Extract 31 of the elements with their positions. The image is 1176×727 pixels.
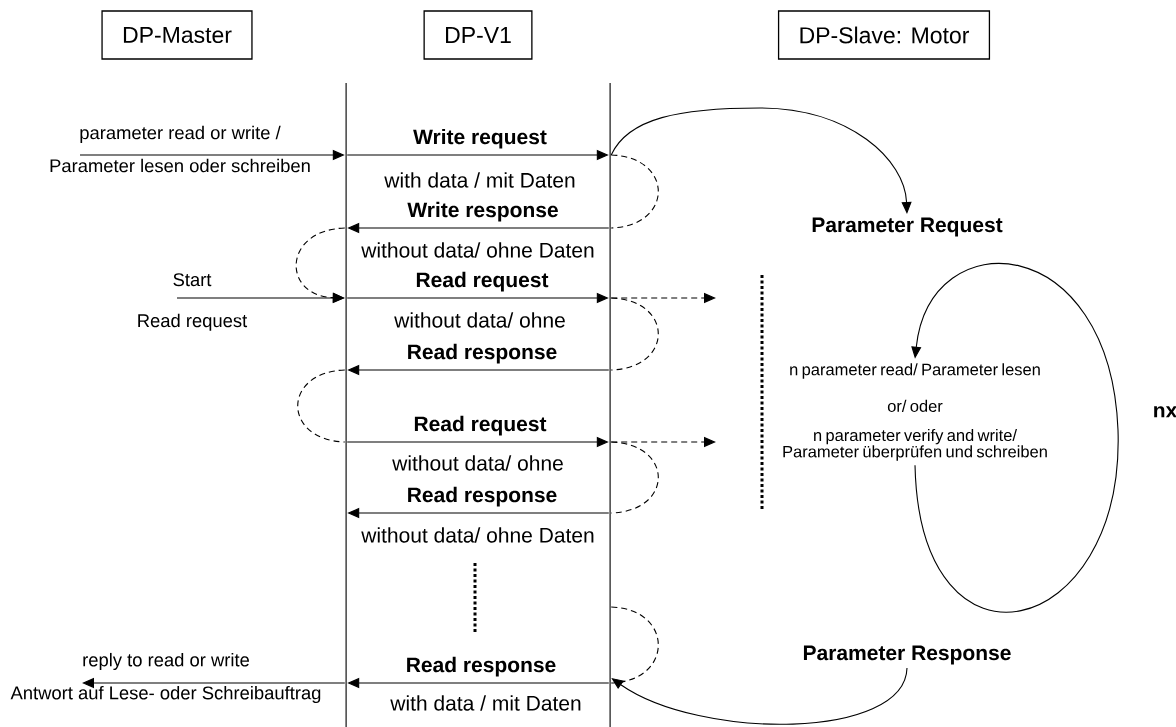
note-text: with data / mit Daten [384, 172, 575, 188]
message-label: Read response [403, 654, 559, 679]
curved-arrow [610, 107, 912, 214]
note-text: without data/ ohne [394, 312, 565, 328]
dashed-loop [295, 227, 346, 303]
header-box: DP-Master [101, 10, 253, 60]
curved-arrow [911, 262, 1119, 612]
note-text: reply to read or write Antwort auf Lese- oder Schreibauftrag [10, 652, 321, 704]
message-label: Read request [413, 269, 551, 294]
message-label: Write response [405, 199, 561, 224]
dashed-loop [610, 154, 659, 229]
step-label: Parameter Request [812, 217, 1003, 237]
header-box: DP-Slave: Motor [777, 10, 991, 60]
curved-arrow [611, 667, 908, 725]
dashed-loop [610, 297, 659, 371]
note-text: without data/ ohne [392, 455, 563, 471]
header-box: DP-V1 [423, 10, 533, 60]
note-text: parameter read or write / Parameter lesen oder schreiben [50, 125, 310, 173]
dashed-loop [610, 441, 659, 514]
step-label: Parameter Response [803, 645, 1011, 665]
step-text: n parameter read/ Parameter lesen or/ oder n parameter verify and write/ Parameter überprüfen und schreiben [783, 363, 1047, 461]
message-label: Read request [411, 413, 549, 438]
dashed-loop [610, 606, 659, 684]
dashed-loop [297, 369, 346, 443]
note-text: Start Read request [138, 273, 248, 331]
note-text: without data/ ohne Daten [361, 527, 594, 543]
note-text: without data/ ohne Daten [361, 242, 594, 258]
note-text: with data / mit Daten [390, 695, 581, 711]
message-label: Read response [404, 484, 560, 509]
message-label: Write request [411, 126, 549, 151]
message-label: Read response [404, 341, 560, 366]
